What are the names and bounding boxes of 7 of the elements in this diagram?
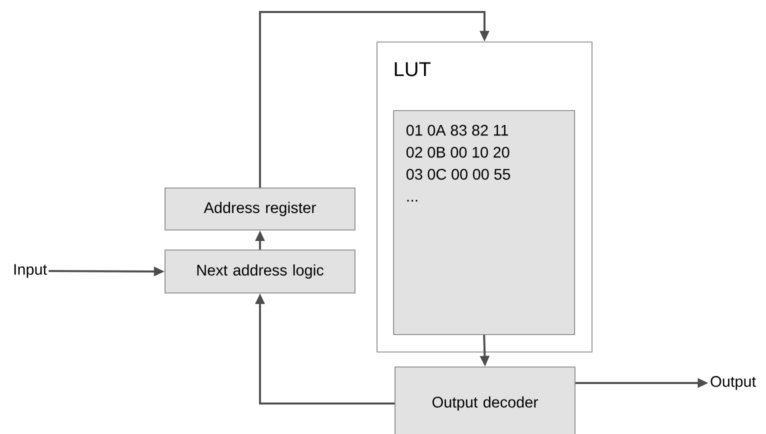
- decoder-box: Output decoder: [394, 366, 576, 434]
- memory-table-box: 01 0A 83 82 11 02 0B 00 10 20 03 0C 00 00 55 ...: [393, 110, 575, 335]
- input-label: Input: [14, 264, 47, 278]
- output-label: Output: [710, 376, 756, 390]
- process-box: Next address logic: [164, 250, 356, 294]
- process-box: Address register: [164, 188, 356, 230]
- arrow: [259, 11, 490, 188]
